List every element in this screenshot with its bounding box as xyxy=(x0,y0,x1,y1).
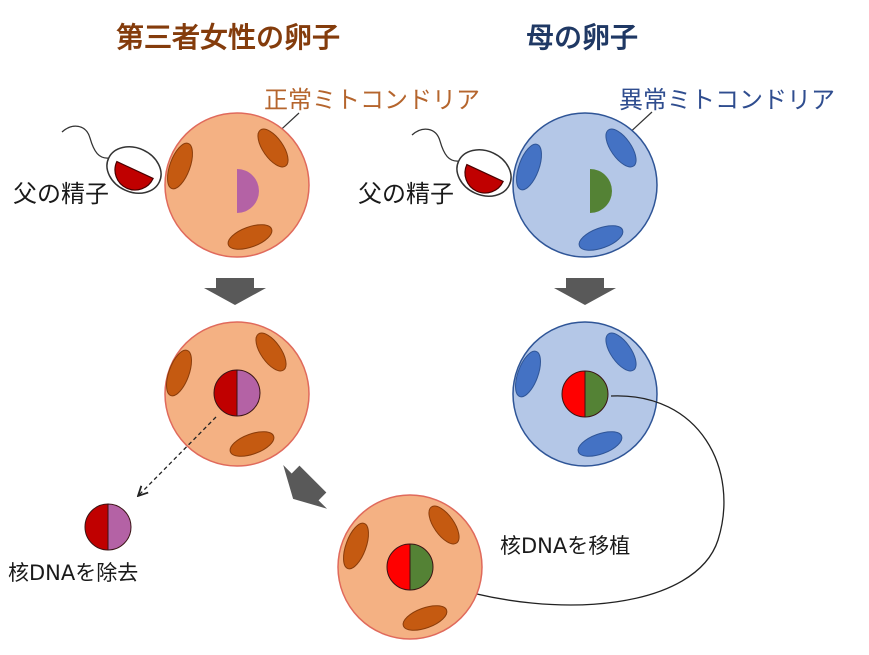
mother-nuclear-dna-half xyxy=(409,543,434,591)
abnormal-mitochondrion xyxy=(577,431,623,457)
father-sperm-mother-side xyxy=(411,128,512,197)
normal-mitochondria-label: 正常ミトコンドリア xyxy=(264,86,480,114)
normal-mitochondrion xyxy=(428,505,460,545)
donor-nuclear-dna-half xyxy=(107,503,132,551)
father-nuclear-dna-half xyxy=(84,503,109,551)
reconstructed-egg xyxy=(337,494,483,640)
father-sperm-label: 父の精子 xyxy=(13,180,109,208)
fertilization-arrow-mother xyxy=(554,278,616,305)
removed-nucleus xyxy=(84,503,132,551)
enucleated-egg-arrow xyxy=(283,464,328,509)
normal-mitochondrion xyxy=(229,431,275,457)
normal-mitochondrion xyxy=(402,605,448,631)
transplanted-nucleus xyxy=(386,543,434,591)
abnormal-mitochondrion xyxy=(605,332,637,372)
mother-egg-title: 母の卵子 xyxy=(526,21,638,54)
normal-mitochondrion xyxy=(227,224,273,250)
donor-zygote-nucleus xyxy=(213,369,261,417)
father-nuclear-dna-half xyxy=(561,370,586,418)
donor-nuclear-dna-half xyxy=(237,169,259,213)
father-nuclear-dna-half xyxy=(213,369,238,417)
father-nuclear-dna-half xyxy=(386,543,411,591)
donor-egg-title: 第三者女性の卵子 xyxy=(116,21,340,54)
normal-mitochondrion xyxy=(257,128,289,168)
mother-egg-fertilized xyxy=(512,321,658,467)
sperm-tail xyxy=(411,128,460,162)
fertilization-arrow-donor xyxy=(204,278,266,305)
sperm-tail xyxy=(61,125,110,159)
father-sperm-donor-side xyxy=(61,125,162,194)
mother-nuclear-dna-half xyxy=(590,169,612,213)
abnormal-mitochondrion xyxy=(515,350,541,398)
removal-dashed-arrow xyxy=(138,416,217,496)
donor-egg-fertilized xyxy=(164,321,310,467)
abnormal-mitochondrion xyxy=(578,225,624,251)
donor-egg-initial xyxy=(164,112,310,258)
nuclear-dna-removal-label: 核DNAを除去 xyxy=(8,561,138,585)
abnormal-mitochondrion xyxy=(516,143,542,191)
abnormal-mitochondria-label: 異常ミトコンドリア xyxy=(619,86,835,114)
donor-nuclear-dna-half xyxy=(236,369,261,417)
normal-mitochondrion xyxy=(166,349,192,397)
mother-zygote-nucleus xyxy=(561,370,609,418)
transplant-curved-arrow xyxy=(444,395,725,606)
mother-nuclear-dna-half xyxy=(584,370,609,418)
abnormal-mitochondrion xyxy=(605,128,637,168)
nuclear-dna-transplant-label: 核DNAを移植 xyxy=(500,534,630,558)
father-sperm-label: 父の精子 xyxy=(358,180,454,208)
normal-mitochondrion xyxy=(343,522,369,570)
sperm-nuclear-dna xyxy=(464,163,504,194)
sperm-nuclear-dna xyxy=(114,160,154,191)
normal-mitochondrion xyxy=(167,142,193,190)
mother-egg-initial xyxy=(512,112,658,258)
normal-mitochondrion xyxy=(255,332,287,372)
